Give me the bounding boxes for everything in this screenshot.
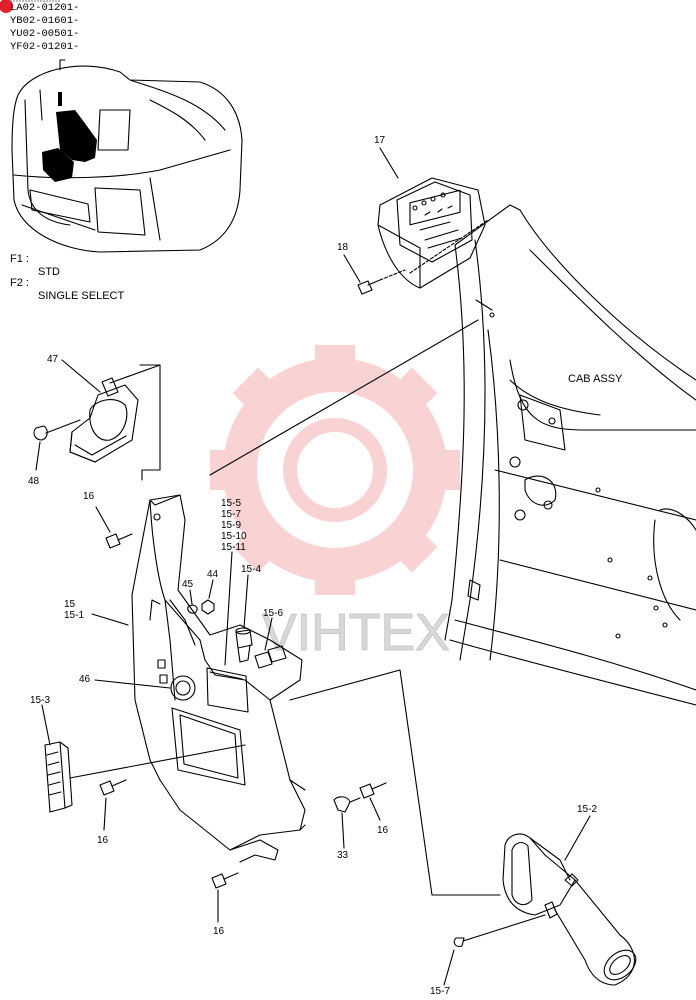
callout-16: 16: [97, 835, 109, 846]
duct-15-2: [502, 833, 637, 986]
callout-16: 16: [213, 926, 225, 937]
callout-45: 45: [182, 579, 194, 590]
callout-15-7: 15-7: [221, 509, 242, 520]
callout-15-7: 15-7: [430, 986, 451, 997]
callout-15-1: 15-1: [64, 610, 85, 621]
cab-frame: [444, 204, 696, 706]
callout-44: 44: [207, 569, 219, 580]
callout-15-4: 15-4: [241, 564, 262, 575]
callout-15-5: 15-5: [221, 498, 242, 509]
thumbnail-highlight: [42, 92, 97, 182]
serial-number: LA02-01201-: [10, 2, 80, 14]
note-code-f1: F1 :: [10, 253, 29, 265]
screw-16a: [105, 533, 133, 549]
callout-15-9: 15-9: [221, 520, 242, 531]
switch-15-6: [254, 645, 287, 669]
callout-48: 48: [28, 476, 40, 487]
nut-44: [201, 599, 215, 615]
callout-18: 18: [337, 242, 349, 253]
corner-marker: [0, 0, 13, 13]
screw-15-7: [453, 914, 546, 947]
monitor-17: [377, 177, 486, 289]
watermark-text: VIHTEX: [262, 604, 450, 662]
callout-47: 47: [47, 354, 59, 365]
callout-15-10: 15-10: [221, 531, 247, 542]
serial-number: YU02-00501-: [10, 28, 80, 40]
screw-16b: [99, 779, 127, 796]
callout-15-3: 15-3: [30, 695, 51, 706]
callout-15-2: 15-2: [577, 804, 598, 815]
callout-46: 46: [79, 674, 91, 685]
knob-15-4: [235, 627, 253, 663]
note-code-f2: F2 :: [10, 277, 29, 289]
callout-16: 16: [377, 825, 389, 836]
clip-33: [333, 796, 361, 813]
screw-16d: [211, 872, 239, 889]
note-text-f1: STD: [38, 266, 60, 278]
callout-15-6: 15-6: [263, 608, 284, 619]
screw-18: [357, 279, 381, 295]
panel-outline: [139, 364, 161, 481]
screw-48: [33, 419, 81, 441]
washer-45: [187, 604, 198, 614]
part-15-3: [44, 741, 73, 813]
cab-assy-label: CAB ASSY: [568, 373, 623, 385]
panel-15: [131, 494, 306, 863]
watermark-gear: [210, 345, 460, 595]
machine-thumbnail: [11, 59, 243, 253]
holder-47: [69, 377, 139, 463]
note-text-f2: SINGLE SELECT: [38, 290, 125, 302]
callout-15-11: 15-11: [221, 542, 246, 553]
serial-number: YB02-01601-: [10, 15, 80, 27]
serial-number: YF02-01201-: [10, 41, 80, 53]
callout-17: 17: [374, 135, 386, 146]
callout-33: 33: [337, 850, 349, 861]
callout-16: 16: [83, 491, 95, 502]
screw-16c: [359, 782, 387, 799]
callout-15: 15: [64, 599, 76, 610]
